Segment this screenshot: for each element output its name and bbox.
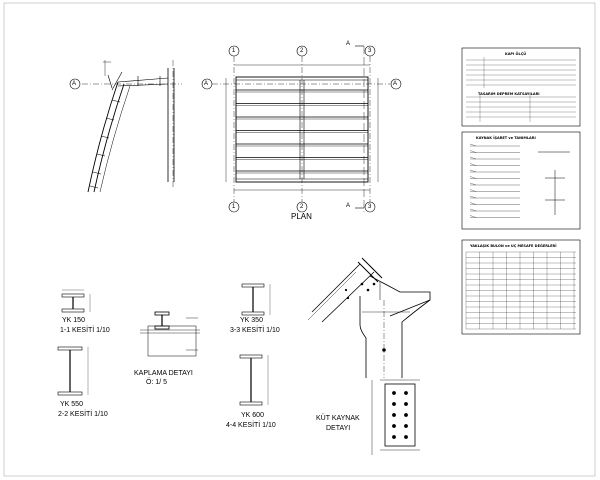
weld-bolt [404,391,408,395]
butt-weld-detail [371,379,420,455]
weld-bolt [404,424,408,428]
weld-bolt [392,402,396,406]
weld-symbol-arrow [469,169,477,173]
curved-rafter-elevation [82,60,182,193]
yk600-profile [239,354,269,406]
panel1-subtitle: TASARIM DEPREM KATSAYILARI [478,92,540,96]
yk550-profile-label: YK 550 [60,401,83,408]
yk350-section-caption: 3-3 KESİTİ 1/10 [230,327,280,334]
section-mark-top: A [346,41,351,47]
panel1-title: KAPI ÖLÇÜ [505,52,527,56]
grid-label-2-bottom: 2 [300,204,304,210]
yk150-profile-label: YK 150 [62,317,85,324]
panel-frame-1 [461,47,581,127]
weld-bolt [392,435,396,439]
grid-bubble-a-elevation [69,78,81,90]
grid-label-1-bottom: 1 [232,204,236,210]
cladding-detail-title: KAPLAMA DETAYI [134,370,193,377]
weld-symbol-arrow [469,202,477,205]
grid-label-3-bottom: 3 [368,204,372,210]
grid-bubble-1-bottom [228,201,240,213]
weld-symbol-arrow [469,150,477,153]
weld-bolt [392,413,396,417]
grid-bubble-3-bottom [364,201,376,213]
grid-bubble-2-bottom [296,201,308,213]
weld-symbol-arrow [469,189,477,192]
yk150-section-caption: 1-1 KESİTİ 1/10 [60,327,110,334]
weld-bolt [392,391,396,395]
grid-bubble-a-plan-left [201,78,213,90]
weld-bolt [404,413,408,417]
grid-label-2-top: 2 [300,48,304,54]
yk600-profile-label: YK 600 [241,412,264,419]
weld-bolt [392,424,396,428]
weld-symbol-arrow [469,208,477,212]
grid-bubble-2-top [296,45,308,57]
connection-detail [307,257,431,378]
weld-symbol-arrow [469,143,477,147]
weld-symbol-arrow [469,182,477,186]
cladding-detail [140,311,200,357]
weld-detail-title-line2: DETAYI [326,425,351,432]
grid-label-a-plan-right: A [393,81,398,87]
grid-bubble-a-plan-right [390,78,402,90]
grid-bubble-3-top [364,45,376,57]
plan-view [212,45,390,212]
weld-symbol-arrow [469,215,477,218]
plan-title: PLAN [291,212,312,221]
grid-label-a-plan-left: A [204,81,209,87]
panel3-title: YAKLAŞIK BULON ve UÇ MESAFE DEĞERLERİ [470,244,557,248]
grid-label-1-top: 1 [232,48,236,54]
weld-symbol-arrow [469,156,477,160]
weld-bolt [404,402,408,406]
yk550-section-caption: 2-2 KESİTİ 1/10 [58,411,108,418]
yk600-section-caption: 4-4 KESİTİ 1/10 [226,422,276,429]
section-mark-bottom: A [346,203,351,209]
weld-symbol-arrow [469,176,477,179]
cladding-detail-scale: Ö: 1/ 5 [146,379,168,386]
sheet-border [3,2,596,477]
yk150-profile [61,289,91,313]
weld-detail-title-line1: KÜT KAYNAK [316,415,360,422]
grid-label-a-elevation: A [72,81,77,87]
weld-bolt [404,435,408,439]
grid-bubble-1-top [228,45,240,57]
purlin-lines [236,80,368,179]
weld-symbol-arrow [469,195,477,199]
yk350-profile-label: YK 350 [240,317,263,324]
panel-frame-2 [461,131,581,230]
weld-symbol-arrow [469,163,477,166]
panel2-title: KAYNAK İŞARET ve TANIMLARI [476,136,536,140]
yk350-profile [241,283,271,316]
grid-label-3-top: 3 [368,48,372,54]
yk550-profile [57,346,89,396]
weld-bolt-pattern [392,391,408,439]
panel-frame-3 [461,239,581,335]
